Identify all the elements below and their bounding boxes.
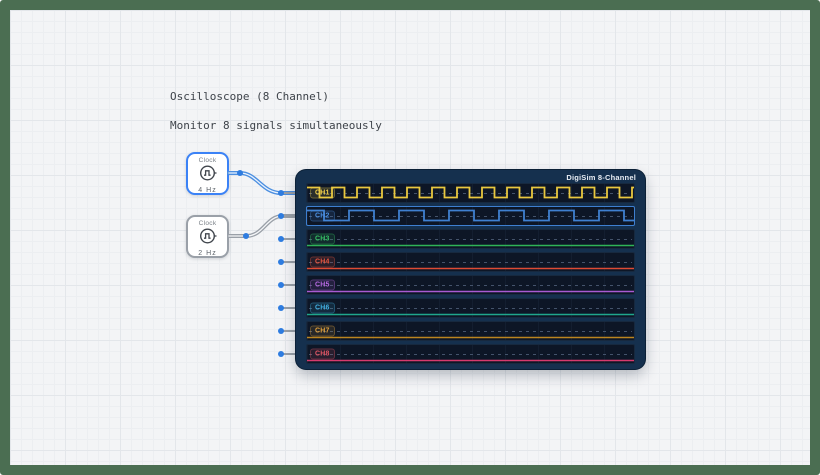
clock-label: Clock: [198, 220, 217, 227]
scope-input-pins[interactable]: [282, 192, 297, 355]
channel-label-badge: CH2: [310, 210, 335, 222]
scope-channel-row: CH3: [306, 229, 635, 249]
scope-channel-row: CH1: [306, 183, 635, 203]
channel-label-badge: CH6: [310, 302, 335, 314]
pin-node-ch4[interactable]: [278, 259, 284, 265]
channel-baseline: [309, 354, 632, 355]
channel-baseline: [309, 285, 632, 286]
channel-waveform: [307, 290, 634, 293]
channel-baseline: [309, 308, 632, 309]
pin-node-ch7[interactable]: [278, 328, 284, 334]
clock-label: Clock: [198, 157, 217, 164]
pin-node-ch1[interactable]: [278, 190, 284, 196]
channel-label-badge: CH5: [310, 279, 335, 291]
channel-baseline: [309, 331, 632, 332]
scope-channel-row: CH5: [306, 275, 635, 295]
clock-waveform-icon: [199, 227, 217, 250]
pin-node-ch8[interactable]: [278, 351, 284, 357]
channel-label-badge: CH7: [310, 325, 335, 337]
channel-baseline: [309, 193, 632, 194]
pin-node-ch3[interactable]: [278, 236, 284, 242]
wire-clock1-to-ch1[interactable]: [227, 171, 299, 195]
channel-waveform: [307, 359, 634, 362]
page-title: Oscilloscope (8 Channel): [170, 90, 329, 103]
pin-node-ch2[interactable]: [278, 213, 284, 219]
clock2-output-node[interactable]: [243, 233, 249, 239]
pin-node-ch5[interactable]: [278, 282, 284, 288]
channel-waveform: [307, 313, 634, 316]
oscilloscope-component[interactable]: DigiSim 8-Channel CH1 CH2 CH3 CH4 CH5 CH…: [296, 170, 645, 369]
channel-label-badge: CH8: [310, 348, 335, 360]
clock-frequency: 2 Hz: [198, 250, 217, 257]
clock-component-2hz[interactable]: Clock 2 Hz: [186, 215, 229, 258]
scope-channel-row: CH6: [306, 298, 635, 318]
scope-channel-row: CH7: [306, 321, 635, 341]
channel-baseline: [309, 216, 632, 217]
channel-waveform: [307, 186, 634, 199]
channel-label-badge: CH1: [310, 187, 335, 199]
channel-waveform: [307, 336, 634, 339]
scope-channel-row: CH4: [306, 252, 635, 272]
channel-waveform: [307, 267, 634, 270]
channel-label-badge: CH4: [310, 256, 335, 268]
scope-channel-row: CH2: [306, 206, 635, 226]
channel-waveform: [307, 244, 634, 247]
page-subtitle: Monitor 8 signals simultaneously: [170, 119, 382, 132]
channel-label-badge: CH3: [310, 233, 335, 245]
wires-layer: [227, 170, 299, 357]
connection-nodes[interactable]: [237, 170, 284, 357]
channel-waveform: [307, 209, 634, 222]
wire-clock2-to-ch2[interactable]: [227, 214, 299, 238]
scope-rows: CH1 CH2 CH3 CH4 CH5 CH6 CH7 CH8: [306, 183, 635, 364]
scope-channel-row: CH8: [306, 344, 635, 364]
oscilloscope-title: DigiSim 8-Channel: [566, 173, 636, 182]
channel-baseline: [309, 262, 632, 263]
pin-node-ch6[interactable]: [278, 305, 284, 311]
clock1-output-node[interactable]: [237, 170, 243, 176]
clock-frequency: 4 Hz: [198, 187, 217, 194]
clock-waveform-icon: [199, 164, 217, 187]
channel-baseline: [309, 239, 632, 240]
